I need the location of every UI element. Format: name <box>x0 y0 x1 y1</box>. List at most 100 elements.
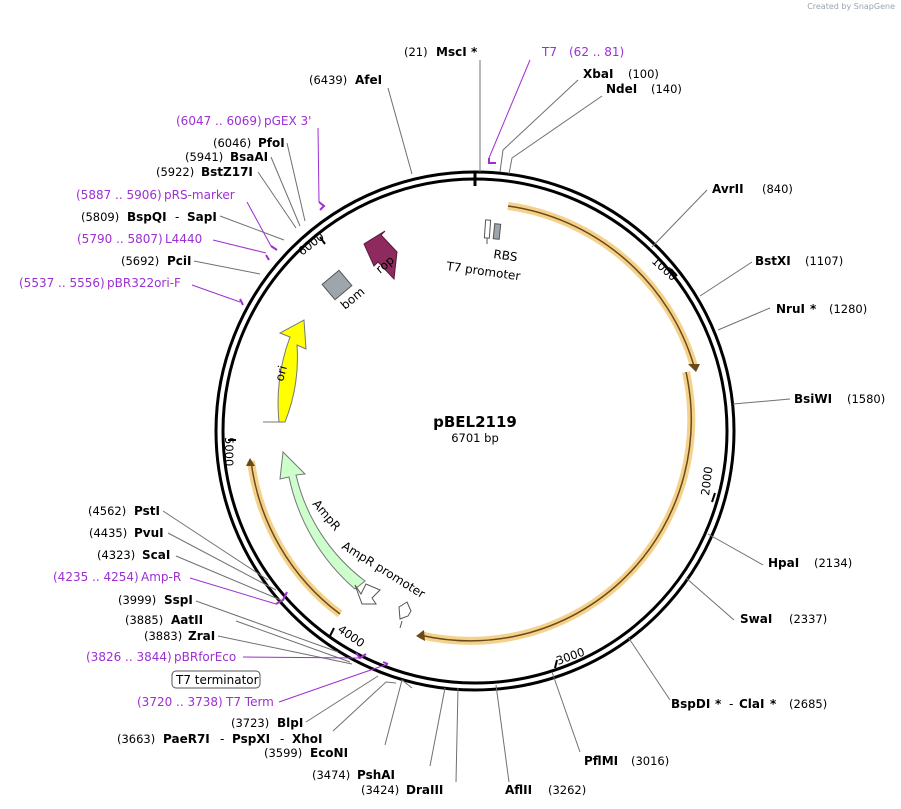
site-bstxi[interactable]: BstXI (1107) <box>755 254 843 268</box>
site-hpai[interactable]: HpaI (2134) <box>768 556 852 570</box>
svg-text:AatII: AatII <box>171 613 203 627</box>
site-xbai[interactable]: XbaI (100) <box>583 67 659 81</box>
t7-terminator-feature[interactable] <box>398 601 412 629</box>
site-leaders <box>162 60 791 783</box>
site-paer7i-pspxi-xhoi[interactable]: (3663) PaeR7I - PspXI - XhoI <box>117 732 323 746</box>
site-pvui[interactable]: (4435) PvuI <box>89 526 164 540</box>
svg-text:T7: T7 <box>541 45 557 59</box>
site-blpi[interactable]: (3723) BlpI <box>231 716 303 730</box>
svg-text:(6439): (6439) <box>309 73 347 87</box>
svg-text:5000: 5000 <box>222 437 236 466</box>
site-econi[interactable]: (3599) EcoNI <box>264 746 348 760</box>
site-bsiwi[interactable]: BsiWI (1580) <box>794 392 885 406</box>
svg-text:AflII: AflII <box>505 783 532 797</box>
svg-text:(5537 .. 5556): (5537 .. 5556) <box>19 276 105 290</box>
site-scai[interactable]: (4323) ScaI <box>97 548 170 562</box>
primer-leaders <box>189 59 531 703</box>
svg-text:NdeI: NdeI <box>606 82 637 96</box>
site-bsaai[interactable]: (5941) BsaAI <box>185 150 268 164</box>
svg-text:-: - <box>220 732 224 746</box>
svg-text:(6047 .. 6069): (6047 .. 6069) <box>176 114 262 128</box>
ampr-promoter-feature[interactable] <box>354 583 381 605</box>
bom-feature[interactable] <box>321 269 353 301</box>
site-msci[interactable]: (21) MscI * <box>404 45 478 59</box>
svg-text:PciI: PciI <box>167 254 192 268</box>
orf-1[interactable] <box>507 202 700 372</box>
site-zrai[interactable]: (3883) ZraI <box>144 629 215 643</box>
svg-text:(3663): (3663) <box>117 732 155 746</box>
svg-text:-: - <box>175 210 179 224</box>
site-pcii[interactable]: (5692) PciI <box>121 254 192 268</box>
svg-text:DraIII: DraIII <box>406 783 443 797</box>
svg-text:(840): (840) <box>762 182 793 196</box>
primer-t7[interactable]: T7 (62 .. 81) <box>541 45 624 59</box>
rbs-feature[interactable] <box>492 223 502 240</box>
site-avrii[interactable]: AvrII (840) <box>712 182 793 196</box>
svg-text:PshAI: PshAI <box>357 768 395 782</box>
svg-text:(5809): (5809) <box>81 210 119 224</box>
site-afei[interactable]: (6439) AfeI <box>309 73 382 87</box>
svg-text:(3885): (3885) <box>125 613 163 627</box>
svg-text:ZraI: ZraI <box>188 629 215 643</box>
site-bspqi-sapi[interactable]: (5809) BspQI - SapI <box>81 210 217 224</box>
svg-text:SspI: SspI <box>164 593 193 607</box>
site-aflii[interactable]: AflII (3262) <box>505 783 586 797</box>
svg-text:(3826 .. 3844): (3826 .. 3844) <box>86 650 172 664</box>
primer-pbrforeco[interactable]: (3826 .. 3844) pBRforEco <box>86 650 236 664</box>
svg-text:(5692): (5692) <box>121 254 159 268</box>
site-swai[interactable]: SwaI (2337) <box>740 612 827 626</box>
svg-text:(2685): (2685) <box>789 697 827 711</box>
ori-feature[interactable] <box>263 319 307 423</box>
svg-text:PaeR7I: PaeR7I <box>163 732 210 746</box>
svg-text:HpaI: HpaI <box>768 556 799 570</box>
svg-text:SapI: SapI <box>187 210 217 224</box>
ampr-promoter-label: AmpR promoter <box>339 539 427 601</box>
svg-text:T7 Term: T7 Term <box>225 695 274 709</box>
site-psti[interactable]: (4562) PstI <box>88 504 160 518</box>
orf-3[interactable] <box>246 458 343 618</box>
tick-6000: 6000 <box>295 229 327 258</box>
site-bspdi-clai[interactable]: BspDI * - ClaI * (2685) <box>671 697 827 711</box>
t7-promoter-feature[interactable] <box>483 219 492 244</box>
svg-text:ScaI: ScaI <box>142 548 170 562</box>
svg-text:(1580): (1580) <box>847 392 885 406</box>
site-bstz17i[interactable]: (5922) BstZ17I <box>156 165 253 179</box>
t7-terminator-box[interactable]: T7 terminator <box>171 670 261 689</box>
svg-text:BstXI: BstXI <box>755 254 791 268</box>
svg-text:(4323): (4323) <box>97 548 135 562</box>
svg-text:pBR322ori-F: pBR322ori-F <box>107 276 181 290</box>
svg-text:(1107): (1107) <box>805 254 843 268</box>
svg-text:PvuI: PvuI <box>134 526 164 540</box>
svg-text:(1280): (1280) <box>829 302 867 316</box>
site-ndei[interactable]: NdeI (140) <box>606 82 682 96</box>
svg-text:(5887 .. 5906): (5887 .. 5906) <box>76 188 162 202</box>
orf-2[interactable] <box>416 371 696 645</box>
primer-pbr322ori-f[interactable]: (5537 .. 5556) pBR322ori-F <box>19 276 181 290</box>
svg-text:(21): (21) <box>404 45 428 59</box>
svg-text:-: - <box>280 732 284 746</box>
primer-pgex3[interactable]: (6047 .. 6069) pGEX 3' <box>176 114 311 128</box>
svg-text:(4235 .. 4254): (4235 .. 4254) <box>53 570 139 584</box>
site-pfoi[interactable]: (6046) PfoI <box>213 136 285 150</box>
primer-t7-term[interactable]: (3720 .. 3738) T7 Term <box>137 695 274 709</box>
svg-text:BstZ17I: BstZ17I <box>201 165 253 179</box>
site-sspi[interactable]: (3999) SspI <box>118 593 193 607</box>
primer-l4440[interactable]: (5790 .. 5807) L4440 <box>77 232 202 246</box>
site-aatii[interactable]: (3885) AatII <box>125 613 203 627</box>
svg-text:(5941): (5941) <box>185 150 223 164</box>
site-nrui[interactable]: NruI * (1280) <box>776 302 867 316</box>
svg-text:BsiWI: BsiWI <box>794 392 832 406</box>
svg-text:*: * <box>770 697 777 711</box>
ampr-feature[interactable] <box>279 450 366 590</box>
site-draiii[interactable]: (3424) DraIII <box>361 783 443 797</box>
svg-text:(3720 .. 3738): (3720 .. 3738) <box>137 695 223 709</box>
site-pshai[interactable]: (3474) PshAI <box>312 768 395 782</box>
svg-text:(62 .. 81): (62 .. 81) <box>569 45 624 59</box>
primer-amp-r[interactable]: (4235 .. 4254) Amp-R <box>53 570 181 584</box>
snapgene-watermark: Created by SnapGene <box>807 2 895 11</box>
svg-text:4000: 4000 <box>335 622 367 650</box>
site-pflmi[interactable]: PflMI (3016) <box>584 754 669 768</box>
rop-feature[interactable] <box>363 230 398 281</box>
primer-prs-marker[interactable]: (5887 .. 5906) pRS-marker <box>76 188 235 202</box>
